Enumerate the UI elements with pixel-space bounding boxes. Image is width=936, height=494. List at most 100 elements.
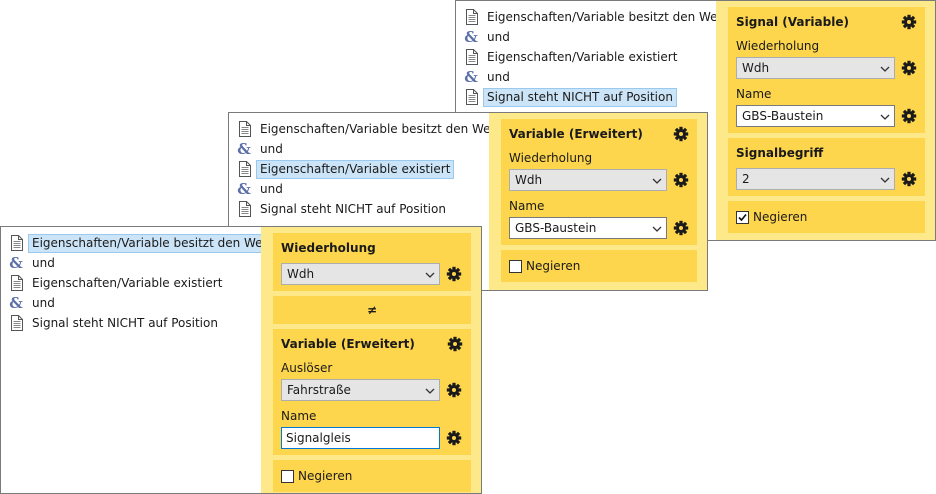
field-label: Auslöser xyxy=(281,361,333,375)
name-input[interactable]: Signalgleis xyxy=(281,427,440,449)
gear-icon[interactable] xyxy=(446,430,462,446)
checkbox-label: Negieren xyxy=(753,210,808,224)
tree-item[interactable]: &und xyxy=(235,179,504,199)
chevron-down-icon xyxy=(880,172,890,186)
tree-item[interactable]: Eigenschaften/Variable besitzt den Wert xyxy=(462,7,731,27)
checkbox-label: Negieren xyxy=(526,259,581,273)
document-icon xyxy=(7,234,25,252)
negate-group: Negieren xyxy=(273,460,471,492)
tree-item-label: und xyxy=(32,255,55,270)
document-icon xyxy=(462,48,480,66)
variable-extended-group: Variable (Erweitert) Auslöser Fahrstraße… xyxy=(273,329,471,455)
condition-window-comparison: Eigenschaften/Variable besitzt den Wert … xyxy=(0,226,482,494)
tree-item-label: und xyxy=(260,141,283,156)
gear-icon[interactable] xyxy=(673,172,689,188)
tree-item-selected[interactable]: Eigenschaften/Variable existiert xyxy=(235,159,504,179)
negate-group: Negieren xyxy=(728,201,925,233)
name-dropdown[interactable]: GBS-Baustein xyxy=(736,105,895,127)
tree-item-label: und xyxy=(32,295,55,310)
dropdown-value: Wdh xyxy=(515,173,543,187)
tree-item-label: Signal steht NICHT auf Position xyxy=(260,201,446,216)
document-icon xyxy=(462,8,480,26)
checkbox-label: Negieren xyxy=(298,469,353,483)
gear-icon[interactable] xyxy=(673,126,689,142)
document-icon xyxy=(7,314,25,332)
tree-item[interactable]: Eigenschaften/Variable existiert xyxy=(462,47,731,67)
tree-item-selected[interactable]: Signal steht NICHT auf Position xyxy=(462,87,731,107)
dropdown-value: Fahrstraße xyxy=(287,383,351,397)
gear-icon[interactable] xyxy=(901,108,917,124)
tree-item-label: und xyxy=(260,181,283,196)
tree-item-label: Eigenschaften/Variable besitzt den Wert xyxy=(260,121,501,136)
document-icon xyxy=(462,88,480,106)
ampersand-icon: & xyxy=(464,68,478,86)
tree-item[interactable]: &und xyxy=(462,67,731,87)
dropdown-value: 2 xyxy=(742,172,750,186)
repetition-dropdown[interactable]: Wdh xyxy=(281,263,440,285)
gear-icon[interactable] xyxy=(446,382,462,398)
tree-item[interactable]: &und xyxy=(235,139,504,159)
gear-icon[interactable] xyxy=(901,14,917,30)
tree-item-label: und xyxy=(487,69,510,84)
signal-aspect-group: Signalbegriff 2 xyxy=(728,138,925,196)
input-value: Signalgleis xyxy=(286,431,351,445)
gear-icon[interactable] xyxy=(901,60,917,76)
ampersand-icon: & xyxy=(9,294,23,312)
tree-item-label: Eigenschaften/Variable existiert xyxy=(256,159,455,179)
field-label: Wiederholung xyxy=(736,39,820,53)
name-dropdown[interactable]: GBS-Baustein xyxy=(509,217,667,239)
gear-icon[interactable] xyxy=(901,171,917,187)
signal-variable-group: Signal (Variable) Wiederholung Wdh Name … xyxy=(728,7,925,133)
properties-panel: Variable (Erweitert) Wiederholung Wdh Na… xyxy=(489,113,707,290)
group-title: Signal (Variable) xyxy=(736,15,849,29)
variable-extended-group: Variable (Erweitert) Wiederholung Wdh Na… xyxy=(501,119,697,245)
condition-tree: Eigenschaften/Variable besitzt den Wert … xyxy=(235,119,504,219)
tree-item[interactable]: Eigenschaften/Variable besitzt den Wert xyxy=(235,119,504,139)
gear-icon[interactable] xyxy=(447,336,463,352)
group-title: Wiederholung xyxy=(281,241,376,255)
field-label: Name xyxy=(281,409,317,423)
field-label: Name xyxy=(509,199,545,213)
chevron-down-icon xyxy=(880,61,890,75)
condition-tree: Eigenschaften/Variable besitzt den Wert … xyxy=(7,233,277,333)
tree-item[interactable]: Signal steht NICHT auf Position xyxy=(7,313,276,333)
tree-item[interactable]: Signal steht NICHT auf Position xyxy=(235,199,504,219)
ampersand-icon: & xyxy=(464,28,478,46)
dropdown-value: GBS-Baustein xyxy=(515,221,597,235)
tree-item-selected[interactable]: Eigenschaften/Variable besitzt den Wert xyxy=(7,233,277,253)
repetition-dropdown[interactable]: Wdh xyxy=(736,57,895,79)
document-icon xyxy=(7,274,25,292)
gear-icon[interactable] xyxy=(673,220,689,236)
dropdown-value: Wdh xyxy=(742,61,770,75)
condition-window-signal: Eigenschaften/Variable besitzt den Wert … xyxy=(455,0,936,241)
signal-aspect-dropdown[interactable]: 2 xyxy=(736,168,895,190)
document-icon xyxy=(235,120,253,138)
negate-checkbox[interactable] xyxy=(509,259,522,273)
negate-checkbox[interactable] xyxy=(281,469,294,483)
trigger-dropdown[interactable]: Fahrstraße xyxy=(281,379,440,401)
group-title: Signalbegriff xyxy=(736,146,824,160)
dropdown-value: GBS-Baustein xyxy=(742,109,824,123)
tree-item-label: Eigenschaften/Variable existiert xyxy=(487,49,678,64)
operator-group[interactable]: ≠ xyxy=(273,296,471,324)
document-icon xyxy=(235,200,253,218)
repetition-group: Wiederholung Wdh xyxy=(273,233,471,291)
chevron-down-icon xyxy=(652,221,662,235)
gear-icon[interactable] xyxy=(446,266,462,282)
tree-item-label: Signal steht NICHT auf Position xyxy=(32,315,218,330)
tree-item[interactable]: &und xyxy=(462,27,731,47)
chevron-down-icon xyxy=(880,109,890,123)
group-title: Variable (Erweitert) xyxy=(509,127,643,141)
tree-item-label: und xyxy=(487,29,510,44)
field-label: Name xyxy=(736,87,772,101)
ampersand-icon: & xyxy=(237,140,251,158)
tree-item[interactable]: Eigenschaften/Variable existiert xyxy=(7,273,276,293)
tree-item[interactable]: &und xyxy=(7,253,276,273)
properties-panel: Wiederholung Wdh ≠ Variable (Erweitert) … xyxy=(261,227,481,493)
tree-item[interactable]: &und xyxy=(7,293,276,313)
group-title: Variable (Erweitert) xyxy=(281,337,415,351)
condition-tree: Eigenschaften/Variable besitzt den Wert … xyxy=(462,7,731,107)
negate-checkbox[interactable] xyxy=(736,210,749,224)
repetition-dropdown[interactable]: Wdh xyxy=(509,169,667,191)
negate-group: Negieren xyxy=(501,250,697,282)
